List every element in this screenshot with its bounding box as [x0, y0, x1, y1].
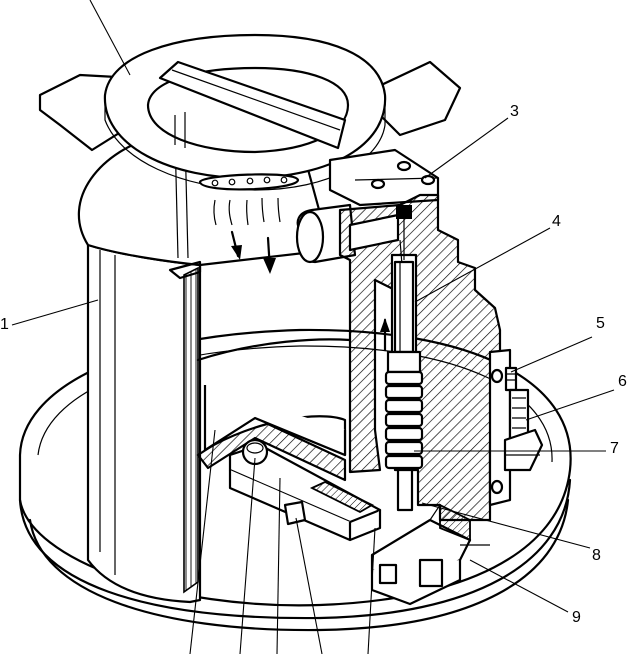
top-flange: [103, 33, 387, 274]
callout-6: 6: [618, 373, 627, 390]
leader-lines: [11, 0, 615, 654]
callout-1: 1: [0, 316, 9, 333]
leader-line-bottom-c: [276, 477, 281, 654]
leader-line-top: [89, 0, 131, 76]
valve-housing: [338, 193, 512, 522]
leader-line-bottom-d: [295, 517, 323, 654]
side-fittings: [503, 366, 544, 472]
callout-7: 7: [610, 440, 619, 457]
leader-line-4: [414, 227, 551, 303]
leader-line-8: [421, 502, 591, 549]
callout-8: 8: [592, 547, 601, 564]
leader-line-9: [469, 559, 569, 613]
leader-line-bottom-b: [239, 457, 256, 654]
inner-floor: [203, 385, 347, 457]
leader-line-1: [11, 299, 99, 326]
callout-3: 3: [510, 103, 519, 120]
bottom-bracket: [196, 416, 490, 606]
leader-line-5: [510, 336, 593, 373]
callout-5: 5: [596, 315, 605, 332]
leader-line-6: [525, 389, 615, 421]
callout-9: 9: [572, 609, 581, 626]
leader-line-3: [424, 117, 509, 179]
callout-4: 4: [552, 213, 561, 230]
leader-line-bottom-a: [189, 429, 216, 654]
leader-line-bottom-e: [367, 527, 376, 654]
spring-rod: [380, 260, 424, 512]
